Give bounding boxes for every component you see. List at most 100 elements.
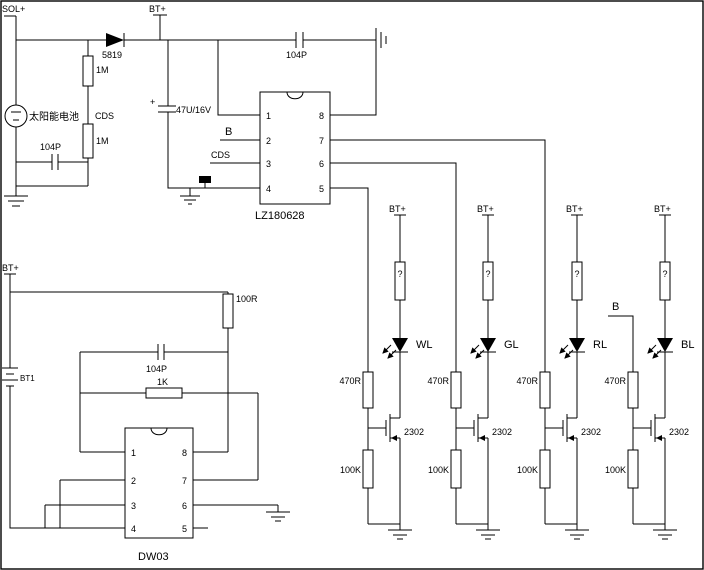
series-resistor: [394, 261, 406, 301]
ic-pin-number: 7: [319, 136, 324, 146]
ic-pin-number: 6: [182, 501, 187, 511]
gate-resistor-label: 470R: [516, 376, 538, 386]
led-label: WL: [416, 339, 433, 351]
ground-icon: [375, 28, 387, 52]
mosfet-symbol: [650, 414, 656, 442]
pulldown-resistor-label: 100K: [605, 465, 626, 475]
pulldown-resistor-label: 100K: [340, 465, 361, 475]
elec-cap-symbol: [158, 105, 176, 113]
resistor-1k: [145, 387, 183, 399]
capacitor-label: 104P: [286, 50, 307, 60]
led-channel: BT+ ? BL 2302 470R 100K: [604, 204, 694, 540]
series-resistor: [659, 261, 671, 301]
ic-pin-number: 4: [266, 184, 271, 194]
pulldown-resistor: [539, 449, 551, 489]
led-channel: BT+ ? GL 2302 470R 100K: [427, 204, 519, 540]
ic-pin-number: 4: [131, 524, 136, 534]
battery-label: BT1: [20, 374, 35, 383]
led-light-arrow: [475, 349, 485, 359]
led-symbol: [392, 338, 408, 352]
ic-pin-number: 3: [131, 501, 136, 511]
led-light-arrow: [559, 344, 569, 354]
bt-plus-label: BT+: [389, 204, 406, 214]
capacitor-symbol: [295, 32, 304, 48]
ic-pin-number: 1: [131, 448, 136, 458]
resistor-1m-lower: [82, 123, 94, 159]
ic-pin-number: 5: [319, 184, 324, 194]
ic-name-label: LZ180628: [255, 210, 305, 222]
ic-pin-number: 7: [182, 476, 187, 486]
ic-body: [124, 427, 194, 539]
series-resistor-label: ?: [397, 269, 402, 279]
pulldown-resistor: [450, 449, 462, 489]
ground-icon: [388, 529, 412, 540]
pulldown-resistor-label: 100K: [428, 465, 449, 475]
cds-net-label: CDS: [211, 150, 230, 160]
mosfet-arrow: [479, 435, 485, 441]
battery-protection-section: BT+ BT1 100R 104P 1K 1 2 3 4 8 7 6 5 DW0…: [2, 263, 290, 563]
pulldown-resistor-label: 100K: [517, 465, 538, 475]
ground-icon: [266, 511, 290, 522]
capacitor-label: 104P: [40, 142, 61, 152]
led-light-arrow: [382, 344, 392, 354]
led-light-arrow: [652, 349, 662, 359]
solar-cell-symbol: [4, 104, 28, 128]
ground-icon: [653, 529, 677, 540]
elec-cap-plus: +: [150, 97, 155, 107]
b-net-label: B: [225, 126, 232, 138]
gate-resistor-label: 470R: [604, 376, 626, 386]
ic-pin-number: 5: [182, 524, 187, 534]
ic-pin-number: 1: [266, 111, 271, 121]
ic-notch: [286, 91, 304, 100]
ground-icon: [476, 529, 500, 540]
pulldown-resistor: [627, 449, 639, 489]
gate-resistor: [362, 371, 374, 409]
gate-resistor-label: 470R: [339, 376, 361, 386]
bt-plus-label: BT+: [654, 204, 671, 214]
solar-cell-label: 太阳能电池: [29, 110, 79, 123]
mosfet-arrow: [656, 435, 662, 441]
mosfet-symbol: [562, 414, 568, 442]
ground-icon: [180, 195, 200, 205]
bt-plus-label: BT+: [477, 204, 494, 214]
bt-plus-label: BT+: [2, 263, 19, 273]
ic-name-label: DW03: [138, 551, 169, 563]
bt-plus-label: BT+: [566, 204, 583, 214]
resistor-100r: [222, 293, 234, 329]
battery-symbol: [2, 367, 18, 387]
resistor-1k-label: 1K: [157, 377, 168, 387]
capacitor-label: 104P: [146, 364, 167, 374]
pushbutton-symbol: [199, 176, 211, 183]
ic-pin-number: 8: [319, 111, 324, 121]
gate-resistor: [450, 371, 462, 409]
led-label: RL: [593, 339, 607, 351]
series-resistor-label: ?: [485, 269, 490, 279]
elec-cap-label: 47U/16V: [176, 105, 211, 115]
mosfet-arrow: [391, 435, 397, 441]
led-light-arrow: [564, 349, 574, 359]
led-light-arrow: [647, 344, 657, 354]
gate-resistor: [539, 371, 551, 409]
wire: [4, 14, 377, 196]
led-label: GL: [504, 339, 519, 351]
led-light-arrow: [387, 349, 397, 359]
mosfet-arrow: [568, 435, 574, 441]
diode-symbol: [106, 33, 124, 47]
resistor-1m-lower-label: 1M: [96, 136, 109, 146]
led-symbol: [657, 338, 673, 352]
led-label: BL: [681, 339, 694, 351]
mosfet-symbol: [385, 414, 391, 442]
b-net-label: B: [612, 301, 619, 313]
mosfet-label: 2302: [404, 427, 424, 437]
led-symbol: [480, 338, 496, 352]
bt-plus-label: BT+: [149, 4, 166, 14]
main-ic-lz180628: 1 2 3 4 8 7 6 5 LZ180628 B CDS: [210, 91, 345, 222]
gate-resistor-label: 470R: [427, 376, 449, 386]
ic-pin-number: 3: [266, 159, 271, 169]
series-resistor: [482, 261, 494, 301]
ground-icon: [565, 529, 589, 540]
led-channel: BT+ ? RL 2302 470R 100K: [516, 204, 607, 540]
